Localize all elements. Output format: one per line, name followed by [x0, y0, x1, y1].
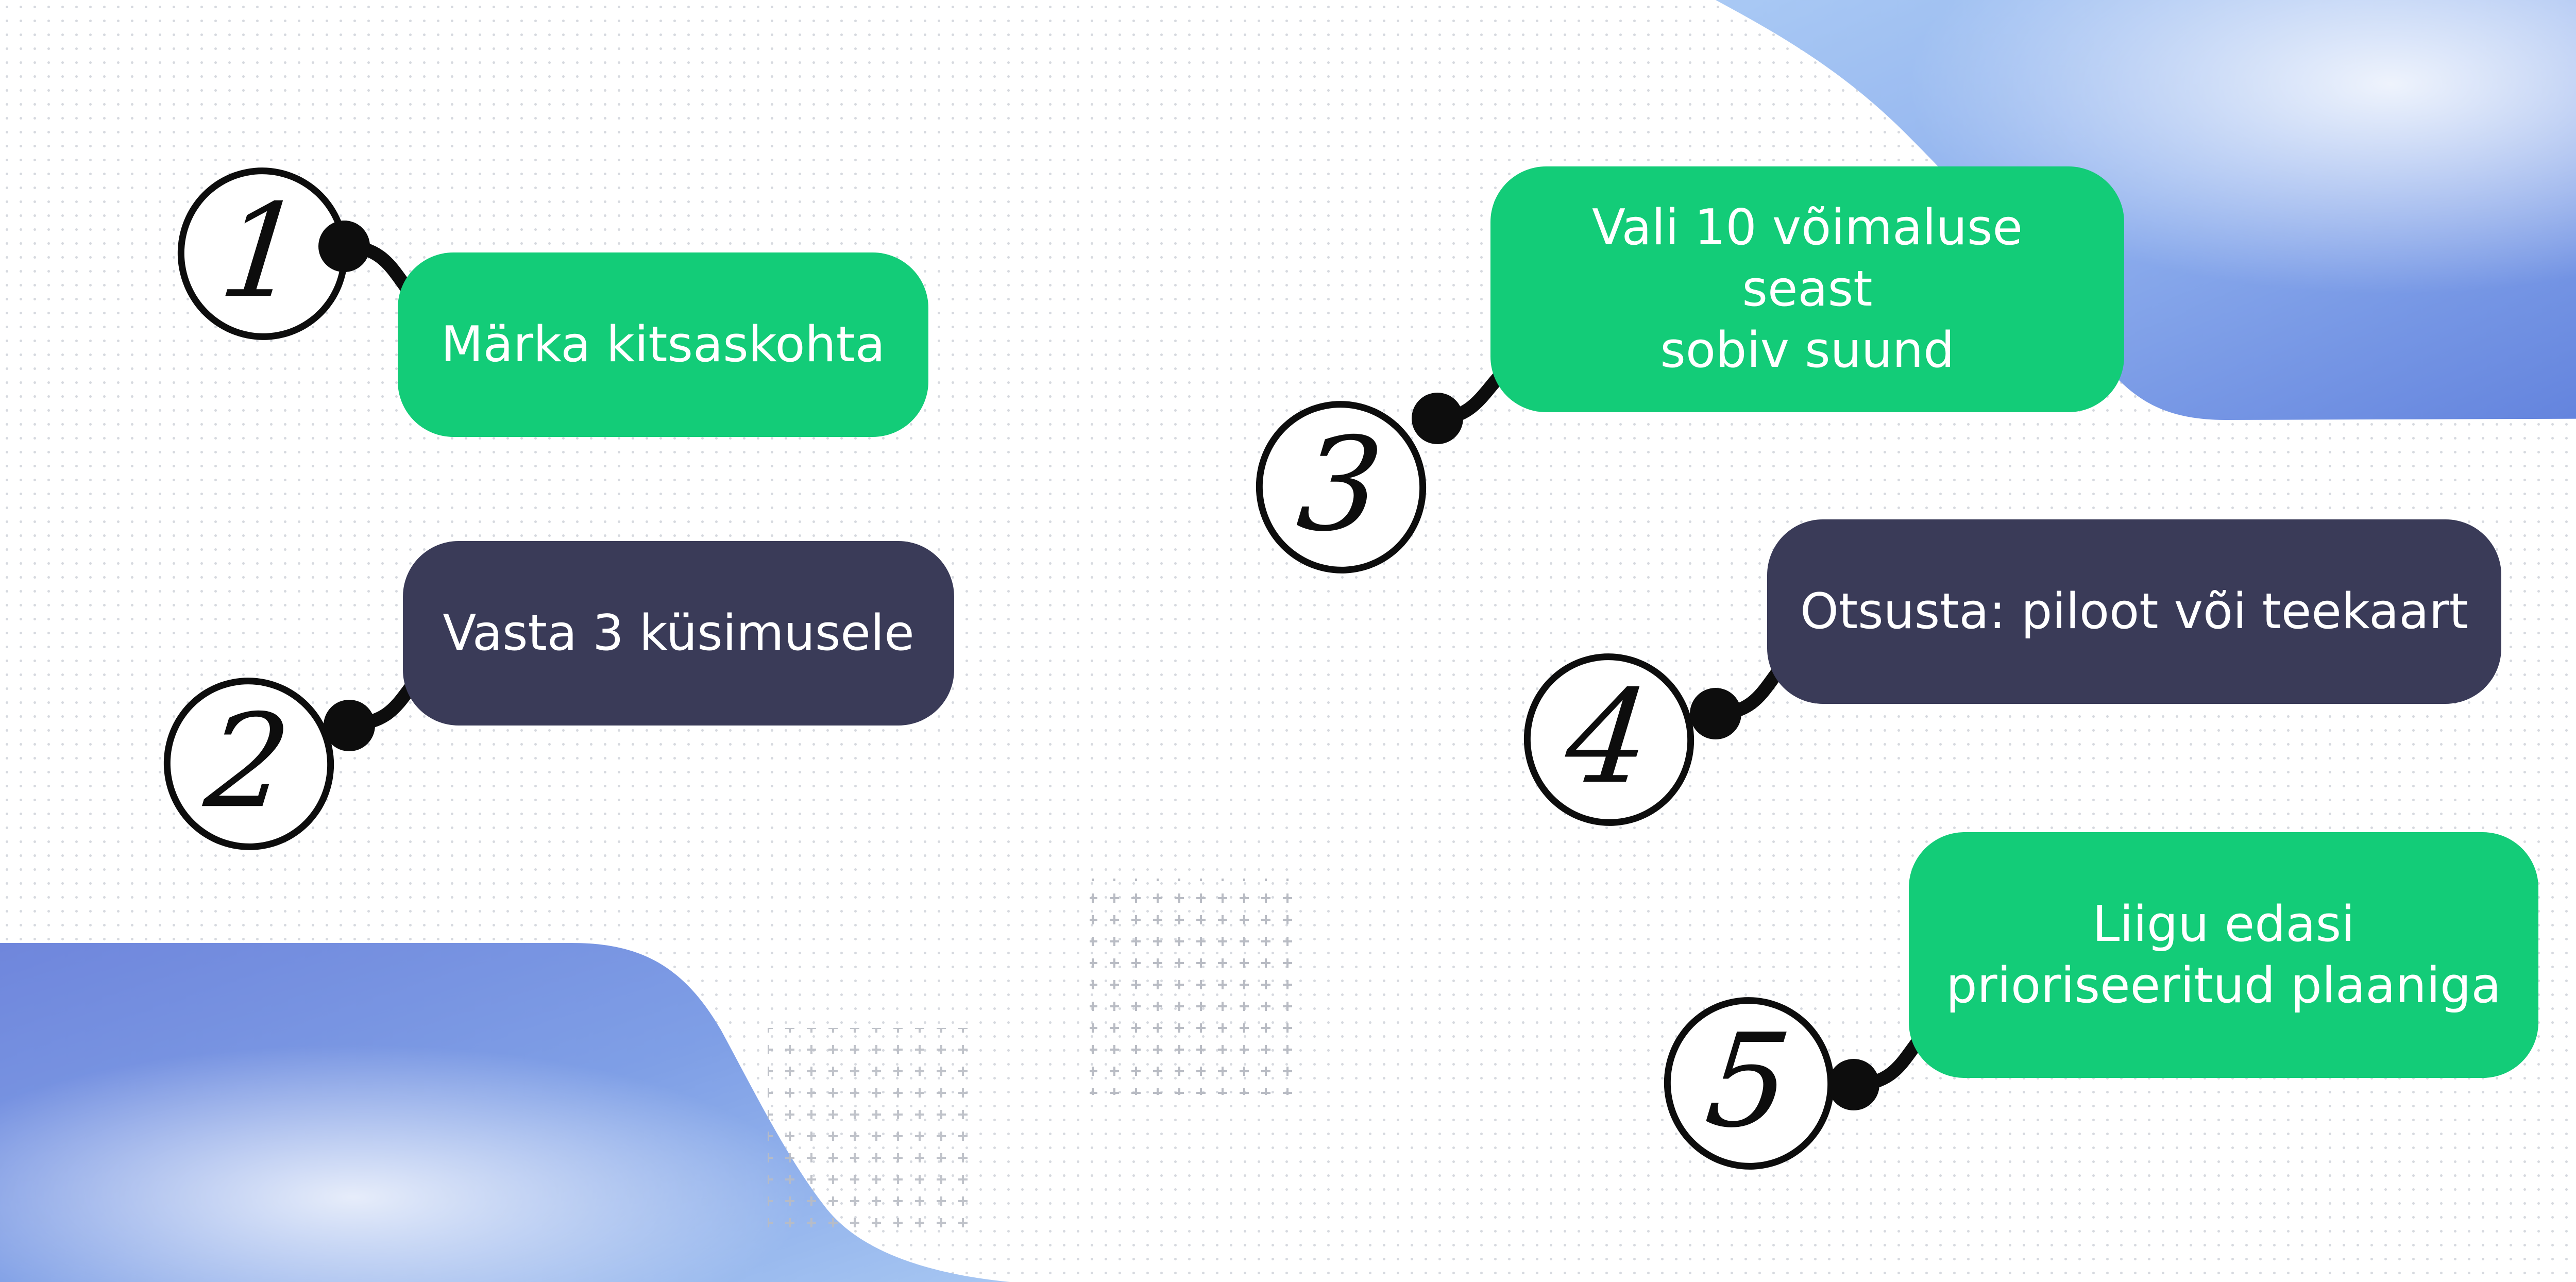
- step-4-label: Otsusta: piloot või teekaart: [1800, 583, 2468, 640]
- step-1-bubble: Märka kitsaskohta: [398, 252, 928, 437]
- step-3-bubble: Vali 10 võimaluse seast sobiv suund: [1490, 166, 2124, 412]
- step-5-label: Liigu edasi prioriseeritud plaaniga: [1946, 896, 2501, 1014]
- step-5-bubble: Liigu edasi prioriseeritud plaaniga: [1909, 832, 2538, 1078]
- step-3-label: Vali 10 võimaluse seast sobiv suund: [1592, 199, 2023, 379]
- step-2-label: Vasta 3 küsimusele: [443, 604, 914, 662]
- step-4-bubble: Otsusta: piloot või teekaart: [1767, 519, 2501, 704]
- step-2-bubble: Vasta 3 küsimusele: [403, 541, 954, 726]
- step-1-label: Märka kitsaskohta: [440, 316, 886, 373]
- plus-grid-left: [768, 1028, 976, 1234]
- plus-grid-center: [1090, 879, 1300, 1095]
